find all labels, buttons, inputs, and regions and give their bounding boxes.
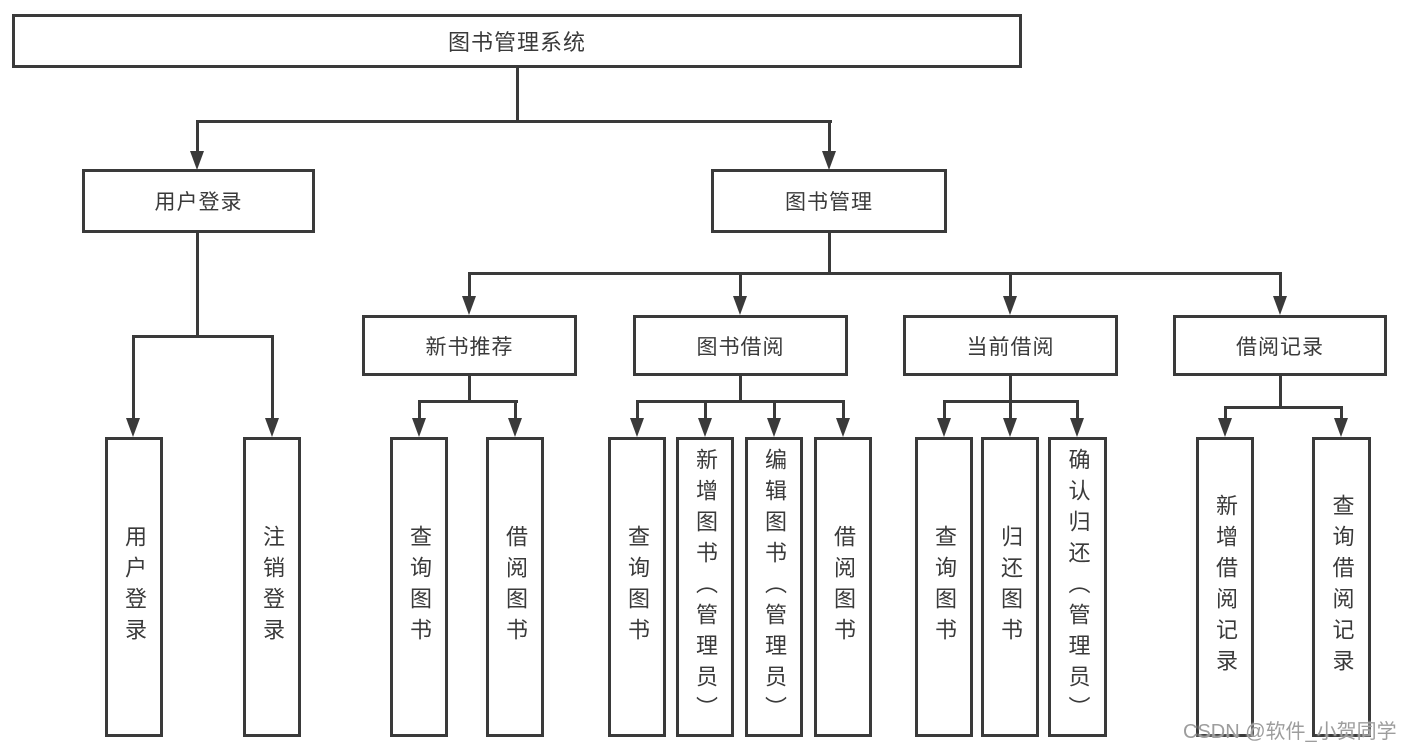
connector-to-book-management bbox=[828, 120, 831, 153]
arrow-br-leaf2 bbox=[1334, 418, 1348, 437]
leaf-add-borrow-record: 新增借阅记录 bbox=[1196, 437, 1254, 737]
leaf-add-books-admin-label: 新增图书（管理员） bbox=[693, 447, 718, 727]
node-new-book-label: 新书推荐 bbox=[425, 335, 514, 359]
csdn-watermark: CSDN @软件_小贺同学 bbox=[1183, 721, 1397, 743]
arrow-cb-leaf2 bbox=[1003, 418, 1017, 437]
leaf-query-books-current: 查询图书 bbox=[915, 437, 973, 737]
arrow-cb-leaf3 bbox=[1070, 418, 1084, 437]
leaf-edit-books-admin-label: 编辑图书（管理员） bbox=[762, 447, 787, 727]
node-borrowing-records: 借阅记录 bbox=[1173, 315, 1387, 376]
connector-to-book-borrow bbox=[739, 272, 742, 297]
arrow-bb-leaf4 bbox=[836, 418, 850, 437]
connector-cb-leaf3 bbox=[1076, 400, 1079, 419]
leaf-query-books-recommend: 查询图书 bbox=[390, 437, 448, 737]
node-library-system: 图书管理系统 bbox=[12, 14, 1022, 68]
arrow-bb-leaf3 bbox=[767, 418, 781, 437]
node-library-system-label: 图书管理系统 bbox=[447, 30, 586, 55]
connector-to-leaf-logout bbox=[271, 335, 274, 419]
arrow-to-borrow-records bbox=[1273, 296, 1287, 315]
leaf-query-books-recommend-label: 查询图书 bbox=[407, 525, 432, 649]
leaf-borrow-books-recommend-label: 借阅图书 bbox=[503, 525, 528, 649]
connector-user-login-stem bbox=[196, 233, 199, 338]
node-new-book-recommendation: 新书推荐 bbox=[362, 315, 577, 376]
node-current-borrowing: 当前借阅 bbox=[903, 315, 1118, 376]
connector-book-mgmt-bar bbox=[468, 272, 1282, 275]
node-book-borrowing-label: 图书借阅 bbox=[696, 335, 785, 359]
arrow-to-current-borrow bbox=[1003, 296, 1017, 315]
node-book-management: 图书管理 bbox=[711, 169, 947, 233]
arrow-to-user-login bbox=[190, 151, 204, 170]
connector-bb-leaf2 bbox=[704, 400, 707, 419]
leaf-user-login-label: 用户登录 bbox=[122, 525, 147, 649]
connector-bb-leaf4 bbox=[842, 400, 845, 419]
connector-new-book-stem bbox=[468, 376, 471, 403]
connector-root-stem bbox=[516, 68, 519, 120]
connector-nb-leaf1 bbox=[418, 400, 421, 419]
leaf-edit-books-admin: 编辑图书（管理员） bbox=[745, 437, 803, 737]
leaf-query-books-borrowing: 查询图书 bbox=[608, 437, 666, 737]
node-book-management-label: 图书管理 bbox=[785, 191, 873, 214]
connector-borrow-stem bbox=[739, 376, 742, 403]
leaf-return-books: 归还图书 bbox=[981, 437, 1039, 737]
leaf-user-login: 用户登录 bbox=[105, 437, 163, 737]
arrow-to-book-management bbox=[822, 151, 836, 170]
leaf-query-books-borrowing-label: 查询图书 bbox=[625, 525, 650, 649]
leaf-borrow-books-borrowing-label: 借阅图书 bbox=[831, 525, 856, 649]
connector-bb-leaf3 bbox=[773, 400, 776, 419]
connector-cb-leaf2 bbox=[1009, 400, 1012, 419]
leaf-logout-login: 注销登录 bbox=[243, 437, 301, 737]
connector-to-current-borrow bbox=[1009, 272, 1012, 297]
node-borrowing-records-label: 借阅记录 bbox=[1236, 335, 1324, 359]
connector-br-leaf2 bbox=[1340, 406, 1343, 419]
arrow-to-leaf-logout bbox=[265, 418, 279, 437]
arrow-to-new-book bbox=[462, 296, 476, 315]
connector-root-bar bbox=[196, 120, 832, 123]
arrow-bb-leaf2 bbox=[698, 418, 712, 437]
arrow-bb-leaf1 bbox=[630, 418, 644, 437]
leaf-borrow-books-borrowing: 借阅图书 bbox=[814, 437, 872, 737]
leaf-confirm-return-admin-label: 确认归还（管理员） bbox=[1065, 447, 1091, 727]
arrow-to-leaf-user-login bbox=[126, 418, 140, 437]
connector-to-leaf-user-login bbox=[132, 335, 135, 419]
arrow-br-leaf1 bbox=[1218, 418, 1232, 437]
leaf-add-books-admin: 新增图书（管理员） bbox=[676, 437, 734, 737]
connector-records-stem bbox=[1279, 376, 1282, 409]
connector-br-leaf1 bbox=[1224, 406, 1227, 419]
connector-borrow-bar bbox=[636, 400, 845, 403]
connector-to-user-login bbox=[196, 120, 199, 153]
node-user-login-label: 用户登录 bbox=[154, 191, 243, 214]
node-book-borrowing: 图书借阅 bbox=[633, 315, 848, 376]
arrow-cb-leaf1 bbox=[937, 418, 951, 437]
node-user-login: 用户登录 bbox=[82, 169, 315, 233]
arrow-nb-leaf2 bbox=[508, 418, 522, 437]
connector-records-bar bbox=[1224, 406, 1343, 409]
connector-cb-leaf1 bbox=[943, 400, 946, 419]
connector-user-login-bar bbox=[132, 335, 274, 338]
connector-to-borrow-records bbox=[1279, 272, 1282, 297]
leaf-logout-login-label: 注销登录 bbox=[260, 525, 285, 649]
connector-bb-leaf1 bbox=[636, 400, 639, 419]
connector-nb-leaf2 bbox=[514, 400, 517, 419]
connector-to-new-book bbox=[468, 272, 471, 297]
arrow-nb-leaf1 bbox=[412, 418, 426, 437]
leaf-borrow-books-recommend: 借阅图书 bbox=[486, 437, 544, 737]
leaf-query-borrow-record: 查询借阅记录 bbox=[1312, 437, 1371, 737]
leaf-confirm-return-admin: 确认归还（管理员） bbox=[1048, 437, 1107, 737]
connector-book-mgmt-stem bbox=[828, 233, 831, 275]
leaf-query-borrow-record-label: 查询借阅记录 bbox=[1329, 494, 1355, 680]
connector-current-stem bbox=[1009, 376, 1012, 403]
connector-new-book-bar bbox=[418, 400, 518, 403]
leaf-query-books-current-label: 查询图书 bbox=[932, 525, 957, 649]
node-current-borrowing-label: 当前借阅 bbox=[966, 335, 1055, 359]
arrow-to-book-borrow bbox=[733, 296, 747, 315]
leaf-return-books-label: 归还图书 bbox=[998, 525, 1023, 649]
leaf-add-borrow-record-label: 新增借阅记录 bbox=[1213, 494, 1238, 680]
